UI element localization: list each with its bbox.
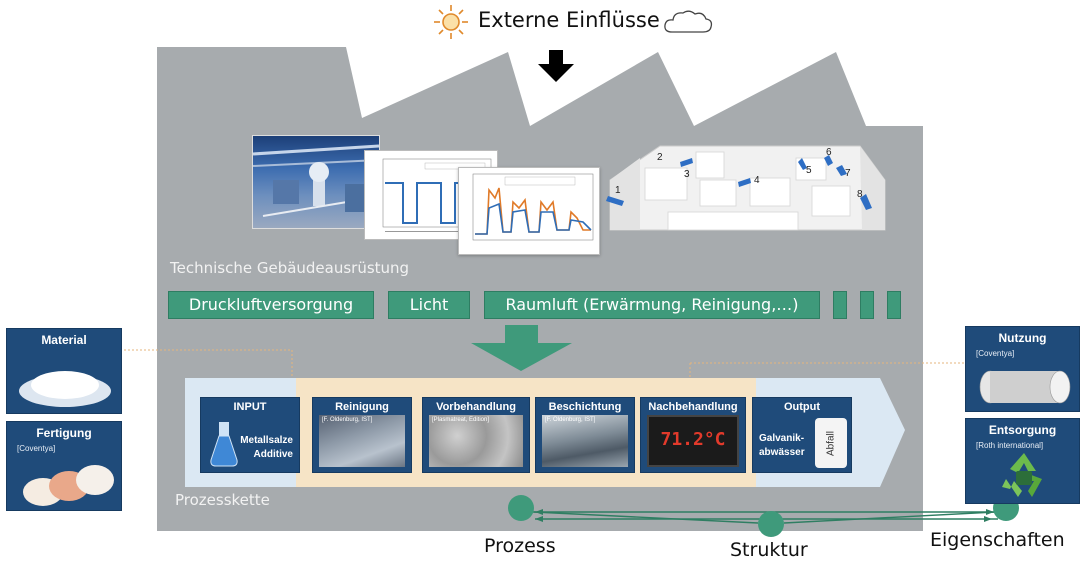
step-nachbehandlung: Nachbehandlung 71.2°C	[640, 397, 746, 473]
step-output-text-line-2: abwässer	[759, 447, 805, 458]
card-fertigung-title: Fertigung	[36, 426, 92, 440]
step-input-text-line-2: Additive	[253, 449, 293, 460]
bar-raumluft: Raumluft (Erwärmung, Reinigung,…)	[484, 291, 820, 319]
bar-extra-3	[887, 291, 901, 319]
sun-icon	[434, 5, 468, 39]
step-beschichtung-caption: [F. Oldenburg, IST]	[545, 417, 596, 423]
step-reinigung-caption: [F. Oldenburg, IST]	[322, 417, 373, 423]
step-beschichtung: Beschichtung [F. Oldenburg, IST]	[535, 397, 635, 473]
room-sensor-8: 8	[857, 189, 863, 200]
step-input-text-line-1: Metallsalze	[240, 435, 293, 446]
node-prozess	[508, 495, 534, 521]
tga-to-process-arrow	[471, 325, 572, 371]
step-vorbehandlung: Vorbehandlung [Plasmatreat, Edition]	[422, 397, 530, 473]
card-entsorgung: Entsorgung [Roth international]	[965, 418, 1080, 504]
flask-icon	[210, 422, 238, 467]
step-output-text: Galvanik- abwässer	[759, 432, 805, 460]
sensor-plot-temperature	[458, 167, 600, 255]
room-sensor-1: 1	[615, 185, 621, 196]
node-struktur	[758, 511, 784, 537]
external-influence-arrow	[538, 50, 574, 82]
building-services-photo	[252, 135, 380, 229]
waste-canister-icon: Abfall	[815, 418, 847, 468]
step-vorbehandlung-caption: [Plasmatreat, Edition]	[432, 417, 490, 423]
powder-image	[19, 371, 111, 407]
step-reinigung-image	[319, 415, 405, 467]
room-sensor-6: 6	[826, 147, 832, 158]
card-nutzung-caption: [Coventya]	[976, 349, 1015, 358]
node-label-struktur: Struktur	[730, 539, 808, 561]
external-influences-title: Externe Einflüsse	[478, 8, 660, 32]
bar-druckluftversorgung: Druckluftversorgung	[168, 291, 374, 319]
card-material: Material	[6, 328, 122, 414]
card-entsorgung-title: Entsorgung	[988, 423, 1057, 437]
node-label-prozess: Prozess	[484, 535, 556, 557]
step-output: Output Galvanik- abwässer Abfall	[752, 397, 852, 473]
coated-rolls-image	[979, 370, 1071, 404]
room-sensor-3: 3	[684, 169, 690, 180]
step-nachbehandlung-title: Nachbehandlung	[648, 401, 738, 413]
room-sensor-2: 2	[657, 152, 663, 163]
step-input: INPUT Metallsalze Additive	[200, 397, 300, 473]
coated-discs-image	[23, 465, 114, 506]
room-sensor-model: 1 2 3 4 5 6 7 8	[600, 138, 888, 233]
cloud-icon	[664, 10, 713, 33]
step-beschichtung-image	[542, 415, 628, 467]
tga-label: Technische Gebäudeausrüstung	[170, 259, 410, 277]
temperature-display: 71.2°C	[647, 415, 739, 467]
card-nutzung: Nutzung [Coventya]	[965, 326, 1080, 412]
room-sensor-5: 5	[806, 165, 812, 176]
card-nutzung-title: Nutzung	[998, 331, 1047, 345]
step-vorbehandlung-image	[429, 415, 523, 467]
temperature-display-value: 71.2°C	[660, 429, 726, 450]
card-material-title: Material	[41, 333, 87, 347]
recycling-icon	[1002, 453, 1042, 497]
room-sensor-7: 7	[845, 168, 851, 179]
card-fertigung: Fertigung [Coventya]	[6, 421, 122, 511]
step-beschichtung-title: Beschichtung	[548, 401, 622, 413]
bar-extra-1	[833, 291, 847, 319]
card-fertigung-caption: [Coventya]	[17, 444, 56, 453]
step-input-title: INPUT	[233, 401, 267, 413]
step-output-title: Output	[783, 401, 821, 413]
room-sensor-4: 4	[754, 175, 760, 186]
step-reinigung-title: Reinigung	[335, 401, 389, 413]
process-chain-label: Prozesskette	[175, 491, 270, 509]
node-label-eigenschaften: Eigenschaften	[930, 529, 1065, 551]
bar-extra-2	[860, 291, 874, 319]
card-entsorgung-caption: [Roth international]	[976, 441, 1044, 450]
step-reinigung: Reinigung [F. Oldenburg, IST]	[312, 397, 412, 473]
waste-canister-label: Abfall	[825, 431, 837, 457]
bar-licht: Licht	[388, 291, 470, 319]
step-vorbehandlung-title: Vorbehandlung	[436, 401, 516, 413]
step-input-text: Metallsalze Additive	[240, 434, 293, 462]
step-output-text-line-1: Galvanik-	[759, 433, 805, 444]
